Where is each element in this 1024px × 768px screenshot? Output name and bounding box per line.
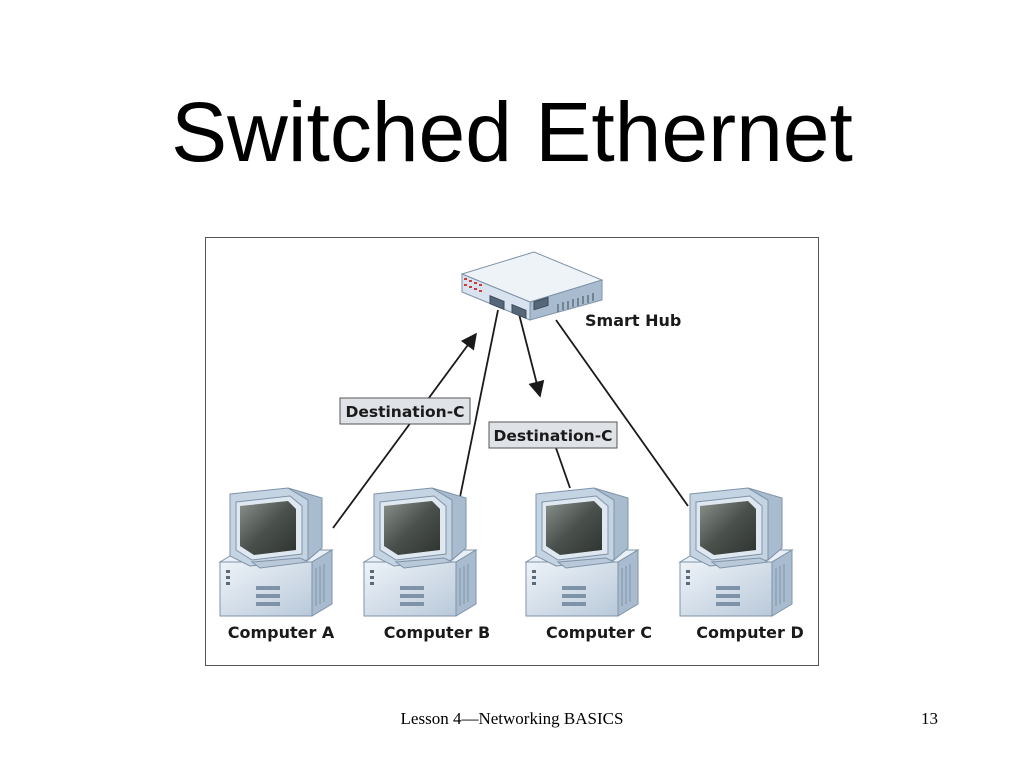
arrow-a-to-hub [332,332,477,529]
smart-hub-icon [460,251,604,321]
footer-lesson: Lesson 4—Networking BASICS [400,709,624,728]
diagram-canvas: Smart Hub Destination-C Destination-C Co… [219,251,804,642]
link-computer-b [458,309,499,503]
computer-c-icon [525,487,639,617]
link-computer-d [555,319,689,507]
destination-tag-upper: Destination-C [339,397,471,425]
computer-a-icon [219,487,333,617]
hub-label: Smart Hub [585,311,681,330]
computer-b-icon [363,487,477,617]
destination-tag-lower-text: Destination-C [493,427,612,445]
computer-c-label: Computer C [546,623,652,642]
network-diagram: Smart Hub Destination-C Destination-C Co… [205,237,819,666]
computer-d-label: Computer D [696,623,804,642]
arrow-hub-to-c-lower [555,447,571,489]
computer-a-label: Computer A [228,623,335,642]
footer-page-number: 13 [921,709,938,728]
destination-tag-upper-text: Destination-C [345,403,464,421]
arrow-hub-to-c-upper [518,313,545,398]
destination-tag-lower: Destination-C [488,421,618,449]
computer-b-label: Computer B [384,623,490,642]
computer-d-icon [679,487,793,617]
slide-title: Switched Ethernet [171,85,853,179]
